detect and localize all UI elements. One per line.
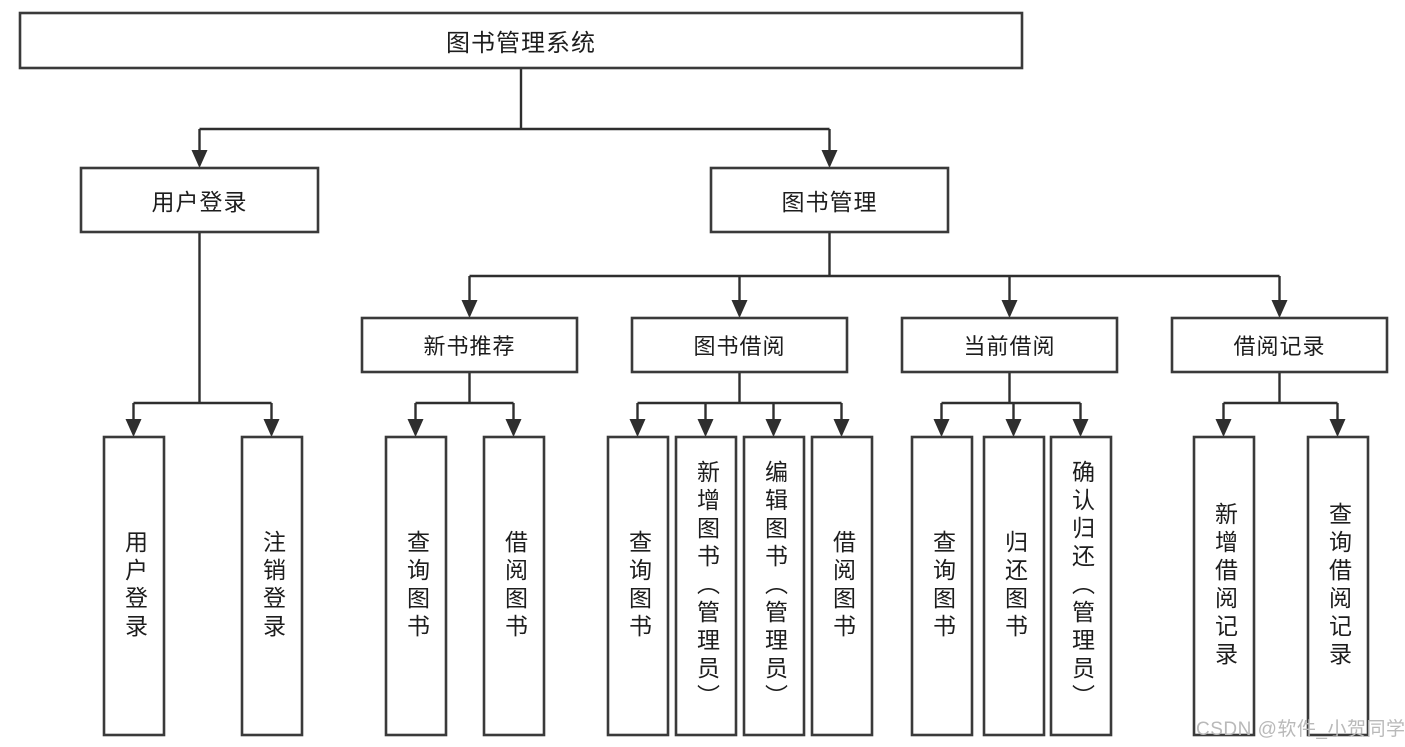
arrowhead-icon <box>1005 419 1022 437</box>
node-box-leaf-query-book-nbr[interactable] <box>384 435 448 737</box>
node-box-leaf-query-record[interactable] <box>1306 435 1370 737</box>
node-box-leaf-return-book[interactable] <box>982 435 1046 737</box>
arrowhead-icon <box>833 419 850 437</box>
arrowhead-icon <box>1001 300 1018 318</box>
arrowhead-icon <box>125 419 142 437</box>
arrowhead-icon <box>765 419 782 437</box>
node-box-leaf-borrow-book-nbr[interactable] <box>482 435 546 737</box>
arrowhead-icon <box>191 150 208 168</box>
arrowhead-icon <box>933 419 950 437</box>
node-box-book-manage[interactable] <box>709 166 950 234</box>
node-box-book-borrow[interactable] <box>630 316 849 374</box>
arrowhead-icon <box>629 419 646 437</box>
arrowhead-icon <box>697 419 714 437</box>
node-box-leaf-borrow-book-bb[interactable] <box>810 435 874 737</box>
node-box-leaf-add-book[interactable] <box>674 435 738 737</box>
arrowhead-icon <box>407 419 424 437</box>
arrowhead-icon <box>505 419 522 437</box>
node-box-current-borrow[interactable] <box>900 316 1119 374</box>
boxes-group <box>18 11 1389 737</box>
arrowhead-icon <box>1215 419 1232 437</box>
node-box-leaf-logout[interactable] <box>240 435 304 737</box>
node-box-leaf-edit-book[interactable] <box>742 435 806 737</box>
node-box-borrow-record[interactable] <box>1170 316 1389 374</box>
node-box-leaf-query-book-cb[interactable] <box>910 435 974 737</box>
connectors-group <box>125 68 1346 437</box>
arrowhead-icon <box>1329 419 1346 437</box>
node-box-leaf-add-record[interactable] <box>1192 435 1256 737</box>
arrowhead-icon <box>263 419 280 437</box>
arrowhead-icon <box>731 300 748 318</box>
node-box-root[interactable] <box>18 11 1024 70</box>
arrowhead-icon <box>461 300 478 318</box>
arrowhead-icon <box>821 150 838 168</box>
arrowhead-icon <box>1271 300 1288 318</box>
node-box-new-book-recommend[interactable] <box>360 316 579 374</box>
arrowhead-icon <box>1072 419 1089 437</box>
node-box-user-login[interactable] <box>79 166 320 234</box>
node-box-leaf-user-login[interactable] <box>102 435 166 737</box>
node-box-leaf-query-book-bb[interactable] <box>606 435 670 737</box>
node-box-leaf-confirm-return[interactable] <box>1049 435 1113 737</box>
